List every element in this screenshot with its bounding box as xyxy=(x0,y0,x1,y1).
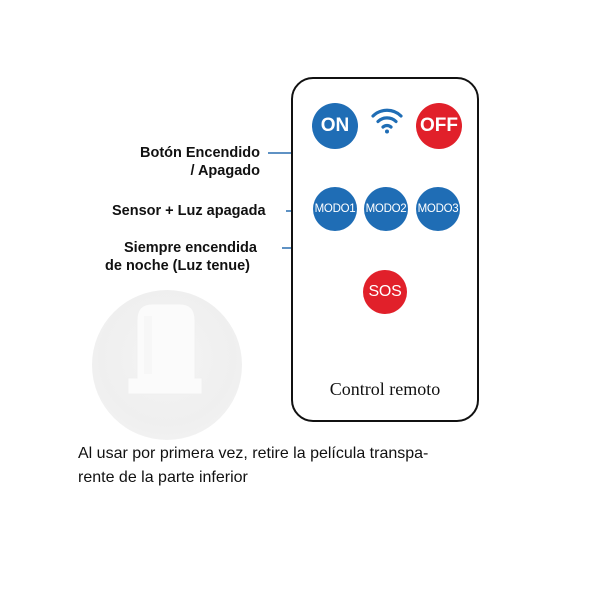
sensor-callout: Sensor + Luz apagada xyxy=(112,203,266,219)
on-button[interactable]: ON xyxy=(312,103,358,149)
power-button-callout: Botón Encendido / Apagado xyxy=(140,144,260,180)
sos-button[interactable]: SOS xyxy=(363,270,407,314)
off-button[interactable]: OFF xyxy=(416,103,462,149)
power-callout-line1: Botón Encendido xyxy=(139,145,260,161)
notice-line1: Al usar por primera vez, retire la pelíc… xyxy=(78,445,429,462)
sensor-cap-image xyxy=(92,290,242,440)
wifi-icon xyxy=(371,108,403,134)
first-use-notice: Al usar por primera vez, retire la pelíc… xyxy=(78,442,498,490)
cap-shape-icon xyxy=(127,303,203,395)
mode2-button[interactable]: MODO2 xyxy=(364,187,408,231)
power-callout-line2: / Apagado xyxy=(190,163,260,179)
always-callout-line1: Siempre encendida xyxy=(124,240,257,256)
remote-caption: Control remoto xyxy=(329,379,441,399)
always-callout-line2: de noche (Luz tenue) xyxy=(105,258,250,274)
notice-line2: rente de la parte inferior xyxy=(78,469,248,486)
mode3-button[interactable]: MODO3 xyxy=(416,187,460,231)
mode1-button[interactable]: MODO1 xyxy=(313,187,357,231)
always-on-callout: Siempre encendida de noche (Luz tenue) xyxy=(105,239,257,275)
